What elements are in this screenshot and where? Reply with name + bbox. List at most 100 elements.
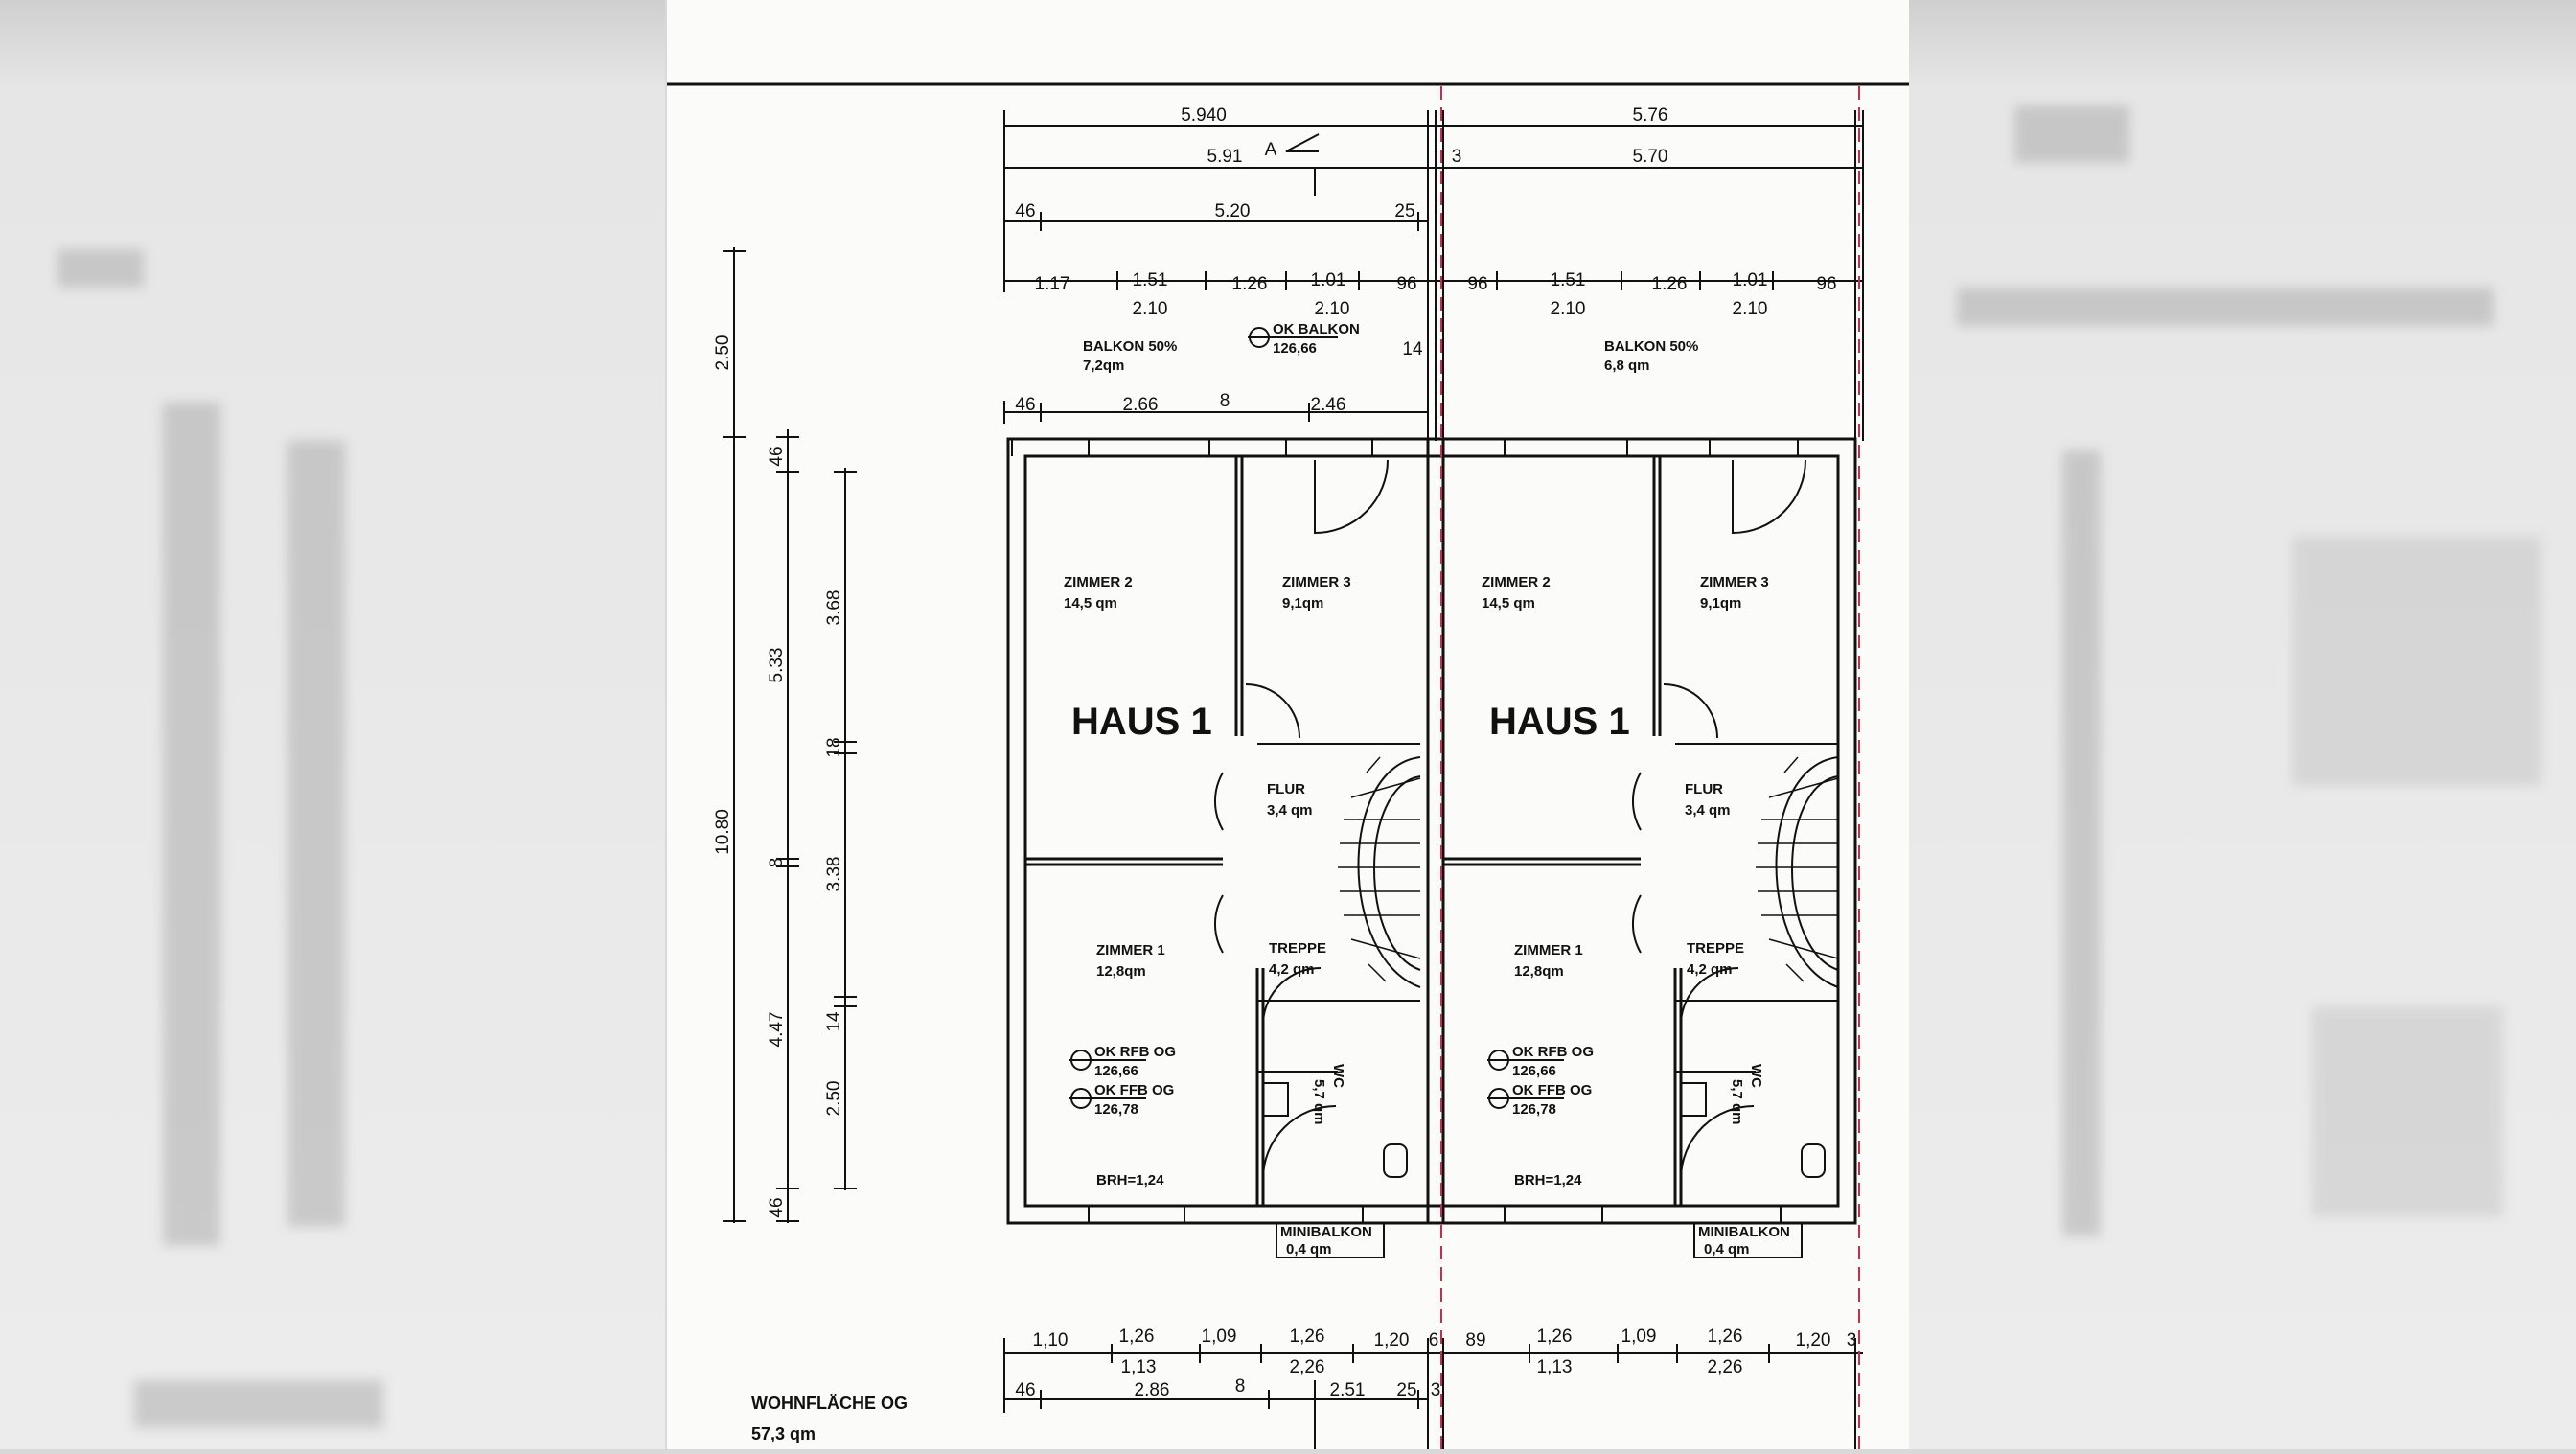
room-wc-area: 5,7 qm — [1729, 1079, 1745, 1125]
balcony-side-dim: 14 — [1402, 339, 1423, 359]
bdim-r4: 1,26 — [1708, 1327, 1743, 1347]
house-label-right: HAUS 1 — [1489, 701, 1630, 743]
ok-ffb-value: 126,78 — [1094, 1101, 1138, 1118]
room-zimmer3-area: 9,1qm — [1700, 595, 1741, 612]
room-zimmer2-label: ZIMMER 2 — [1482, 574, 1551, 590]
room-zimmer3-label: ZIMMER 3 — [1282, 574, 1351, 590]
room-flur-label: FLUR — [1267, 781, 1305, 797]
dim-row3-c: 25 — [1394, 201, 1414, 221]
dim-left-total: 10.80 — [713, 809, 733, 855]
dim-row3-b: 5.20 — [1215, 201, 1251, 221]
dim-row4-l1: 1.17 — [1035, 274, 1070, 294]
balcony-left-area: 7,2qm — [1083, 358, 1124, 374]
ok-ffb-label: OK FFB OG — [1512, 1082, 1592, 1098]
dim-row4-r3: 1.26 — [1652, 274, 1688, 294]
dim-row4-r2: 1.51 — [1551, 270, 1586, 290]
brh-label: BRH=1,24 — [1096, 1172, 1164, 1189]
bdim-l5: 1,20 — [1374, 1330, 1410, 1350]
room-zimmer2-area: 14,5 qm — [1482, 595, 1535, 612]
room-zimmer2-label: ZIMMER 2 — [1064, 574, 1133, 590]
room-flur-area: 3,4 qm — [1267, 802, 1313, 819]
bdim-r3: 1,09 — [1622, 1327, 1657, 1347]
dim-mid-1: 46 — [767, 446, 787, 466]
room-flur-area: 3,4 qm — [1685, 802, 1731, 819]
balcony-left-label: BALKON 50% — [1083, 338, 1177, 355]
room-treppe-label: TREPPE — [1269, 940, 1326, 957]
dim-inner-3: 3.38 — [824, 857, 844, 892]
dim-top-right-total: 5.76 — [1633, 105, 1668, 126]
ok-balkon-value: 126,66 — [1273, 340, 1317, 357]
balcony-dim-1: 46 — [1015, 395, 1035, 415]
balcony-dim-3: 8 — [1220, 391, 1230, 411]
ok-rfb-label: OK RFB OG — [1094, 1044, 1176, 1060]
dim-row5-1: 2.10 — [1133, 299, 1168, 319]
dim-inner-2: 18 — [824, 737, 844, 757]
room-treppe-label: TREPPE — [1687, 940, 1744, 957]
dim-mid-5: 46 — [767, 1197, 787, 1217]
bdim-l3: 1,09 — [1202, 1327, 1237, 1347]
dim-row4-l2: 1.51 — [1133, 270, 1168, 290]
room-zimmer1-area: 12,8qm — [1514, 963, 1564, 980]
bdim2-1: 1,13 — [1121, 1357, 1157, 1377]
bdim3-6: 3 — [1431, 1380, 1441, 1400]
bdim3-5: 25 — [1396, 1380, 1416, 1400]
dim-row4-r5: 96 — [1816, 274, 1836, 294]
room-zimmer1-area: 12,8qm — [1096, 963, 1146, 980]
bdim2-3: 1,13 — [1537, 1357, 1573, 1377]
dim-row3-a: 46 — [1015, 201, 1035, 221]
balcony-dim-2: 2.66 — [1123, 395, 1159, 415]
bdim-l2: 1,26 — [1119, 1327, 1155, 1347]
bdim3-4: 2.51 — [1330, 1380, 1366, 1400]
room-zimmer1-label: ZIMMER 1 — [1096, 942, 1165, 958]
bdim-r5: 1,20 — [1796, 1330, 1831, 1350]
room-wc-area: 5,7 qm — [1311, 1079, 1327, 1125]
balcony-right-area: 6,8 qm — [1604, 358, 1650, 374]
dim-inner-1: 3.68 — [824, 590, 844, 626]
dim-row4-r1: 96 — [1467, 274, 1487, 294]
minibalkon-area: 0,4 qm — [1286, 1241, 1332, 1258]
bdim-r6: 3 — [1847, 1330, 1857, 1350]
dim-row4-l5: 96 — [1396, 274, 1416, 294]
bdim2-4: 2,26 — [1708, 1357, 1743, 1377]
ok-rfb-value: 126,66 — [1094, 1063, 1138, 1079]
ok-ffb-label: OK FFB OG — [1094, 1082, 1174, 1098]
dim-row4-l3: 1.26 — [1232, 274, 1268, 294]
dim-top-left-total: 5.940 — [1181, 105, 1227, 126]
dim-mid-3: 8 — [767, 858, 787, 868]
bdim-l1: 1,10 — [1033, 1330, 1069, 1350]
dim-inner-5: 2.50 — [824, 1081, 844, 1117]
dim-top-right-inner: 5.70 — [1633, 147, 1668, 167]
dim-mid-4: 4.47 — [767, 1012, 787, 1048]
dim-top-left-inner: 5.91 — [1208, 147, 1243, 167]
room-wc-label: WC — [1748, 1064, 1764, 1088]
bdim-l6: 6 — [1429, 1330, 1439, 1350]
balcony-dim-4: 2.46 — [1311, 395, 1346, 415]
bdim3-3: 8 — [1235, 1376, 1246, 1396]
room-treppe-area: 4,2 qm — [1269, 961, 1315, 978]
room-zimmer3-area: 9,1qm — [1282, 595, 1323, 612]
blurred-background-left — [0, 0, 665, 1449]
bdim-l4: 1,26 — [1290, 1327, 1325, 1347]
house-label-left: HAUS 1 — [1071, 701, 1212, 743]
room-treppe-area: 4,2 qm — [1687, 961, 1733, 978]
dim-row4-r4: 1.01 — [1733, 270, 1768, 290]
dim-left-balcony: 2.50 — [713, 335, 733, 371]
bdim3-2: 2.86 — [1135, 1380, 1170, 1400]
balcony-right-label: BALKON 50% — [1604, 338, 1698, 355]
room-zimmer1-label: ZIMMER 1 — [1514, 942, 1583, 958]
minibalkon-label: MINIBALKON — [1280, 1224, 1372, 1240]
room-flur-label: FLUR — [1685, 781, 1723, 797]
dim-top-gap: 3 — [1452, 147, 1462, 167]
dim-inner-4: 14 — [824, 1011, 844, 1032]
wohnflaeche-value: 57,3 qm — [751, 1424, 816, 1443]
bdim-r2: 1,26 — [1537, 1327, 1573, 1347]
floor-plan-drawing: 5.940 5.76 5.91 A 3 5.70 46 5.20 25 1.17… — [667, 82, 1909, 1449]
bdim-r1: 89 — [1465, 1330, 1485, 1350]
room-zimmer3-label: ZIMMER 3 — [1700, 574, 1769, 590]
dim-row5-3: 2.10 — [1551, 299, 1586, 319]
minibalkon-label: MINIBALKON — [1698, 1224, 1790, 1240]
minibalkon-area: 0,4 qm — [1704, 1241, 1750, 1258]
wohnflaeche-label: WOHNFLÄCHE OG — [751, 1394, 908, 1413]
room-zimmer2-area: 14,5 qm — [1064, 595, 1117, 612]
blurred-background-right — [1909, 0, 2576, 1449]
